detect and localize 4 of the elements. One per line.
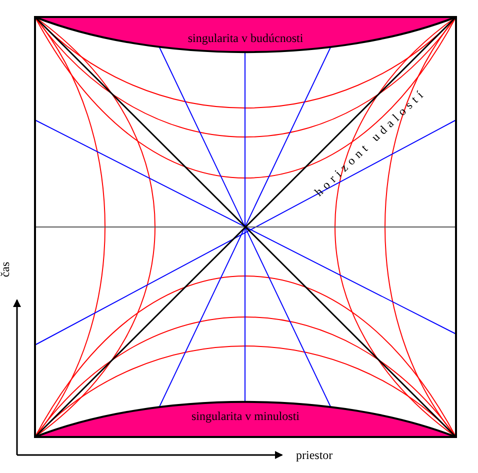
- region-label: singularita v budúcnosti: [188, 31, 304, 46]
- axis-label: priestor: [296, 448, 333, 463]
- region-label: singularita v minulosti: [192, 409, 300, 424]
- axis-label: čas: [0, 262, 14, 278]
